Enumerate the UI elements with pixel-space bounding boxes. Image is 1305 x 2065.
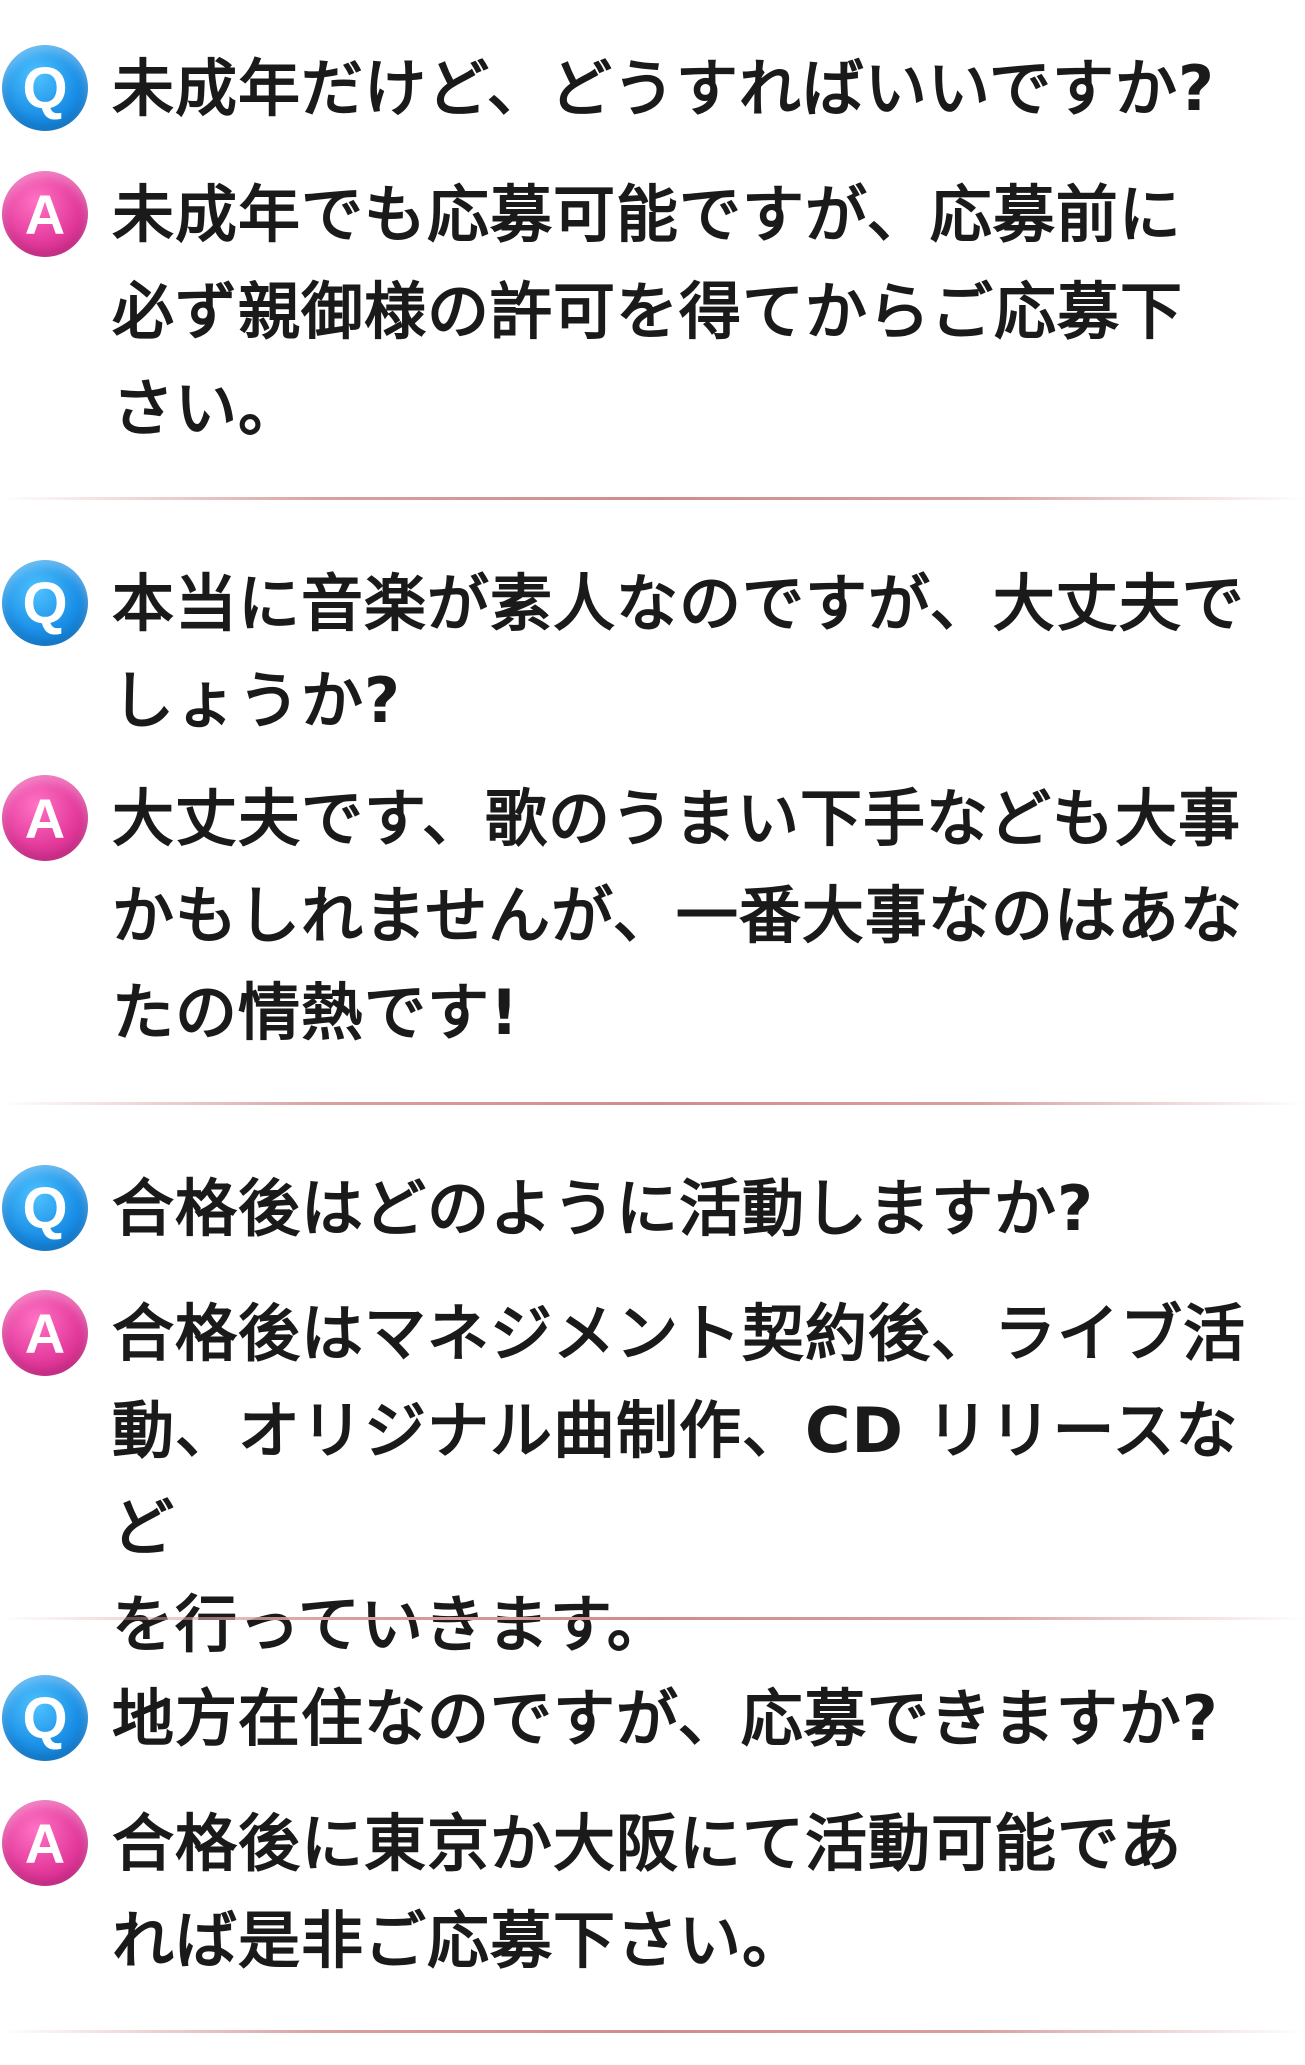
divider [0,1102,1305,1105]
answer-icon: A [2,171,88,257]
answer-text: 未成年でも応募可能ですが、応募前に 必ず親御様の許可を得てからご応募下 さい。 [112,178,1184,445]
question-icon: Q [2,1675,88,1761]
divider [0,2030,1305,2033]
divider [0,497,1305,500]
divider [0,1617,1305,1620]
question-text: 合格後はどのように活動しますか? [112,1172,1094,1245]
answer-icon: A [2,1290,88,1376]
question-icon: Q [2,1165,88,1251]
question-icon: Q [2,560,88,646]
answer-text: 大丈夫です、歌のうまい下手なども大事 かもしれませんが、一番大事なのはあな たの… [112,782,1243,1049]
question-icon: Q [2,45,88,131]
answer-text: 合格後はマネジメント契約後、ライブ活 動、オリジナル曲制作、CD リリースなど … [112,1297,1247,1661]
answer-icon: A [2,1800,88,1886]
question-text: 本当に音楽が素人なのですが、大丈夫で しょうか? [112,567,1245,737]
answer-text: 合格後に東京か大阪にて活動可能であ れば是非ご応募下さい。 [112,1807,1183,1977]
answer-icon: A [2,775,88,861]
question-text: 地方在住なのですが、応募できますか? [112,1682,1219,1755]
question-text: 未成年だけど、どうすればいいですか? [112,52,1216,125]
